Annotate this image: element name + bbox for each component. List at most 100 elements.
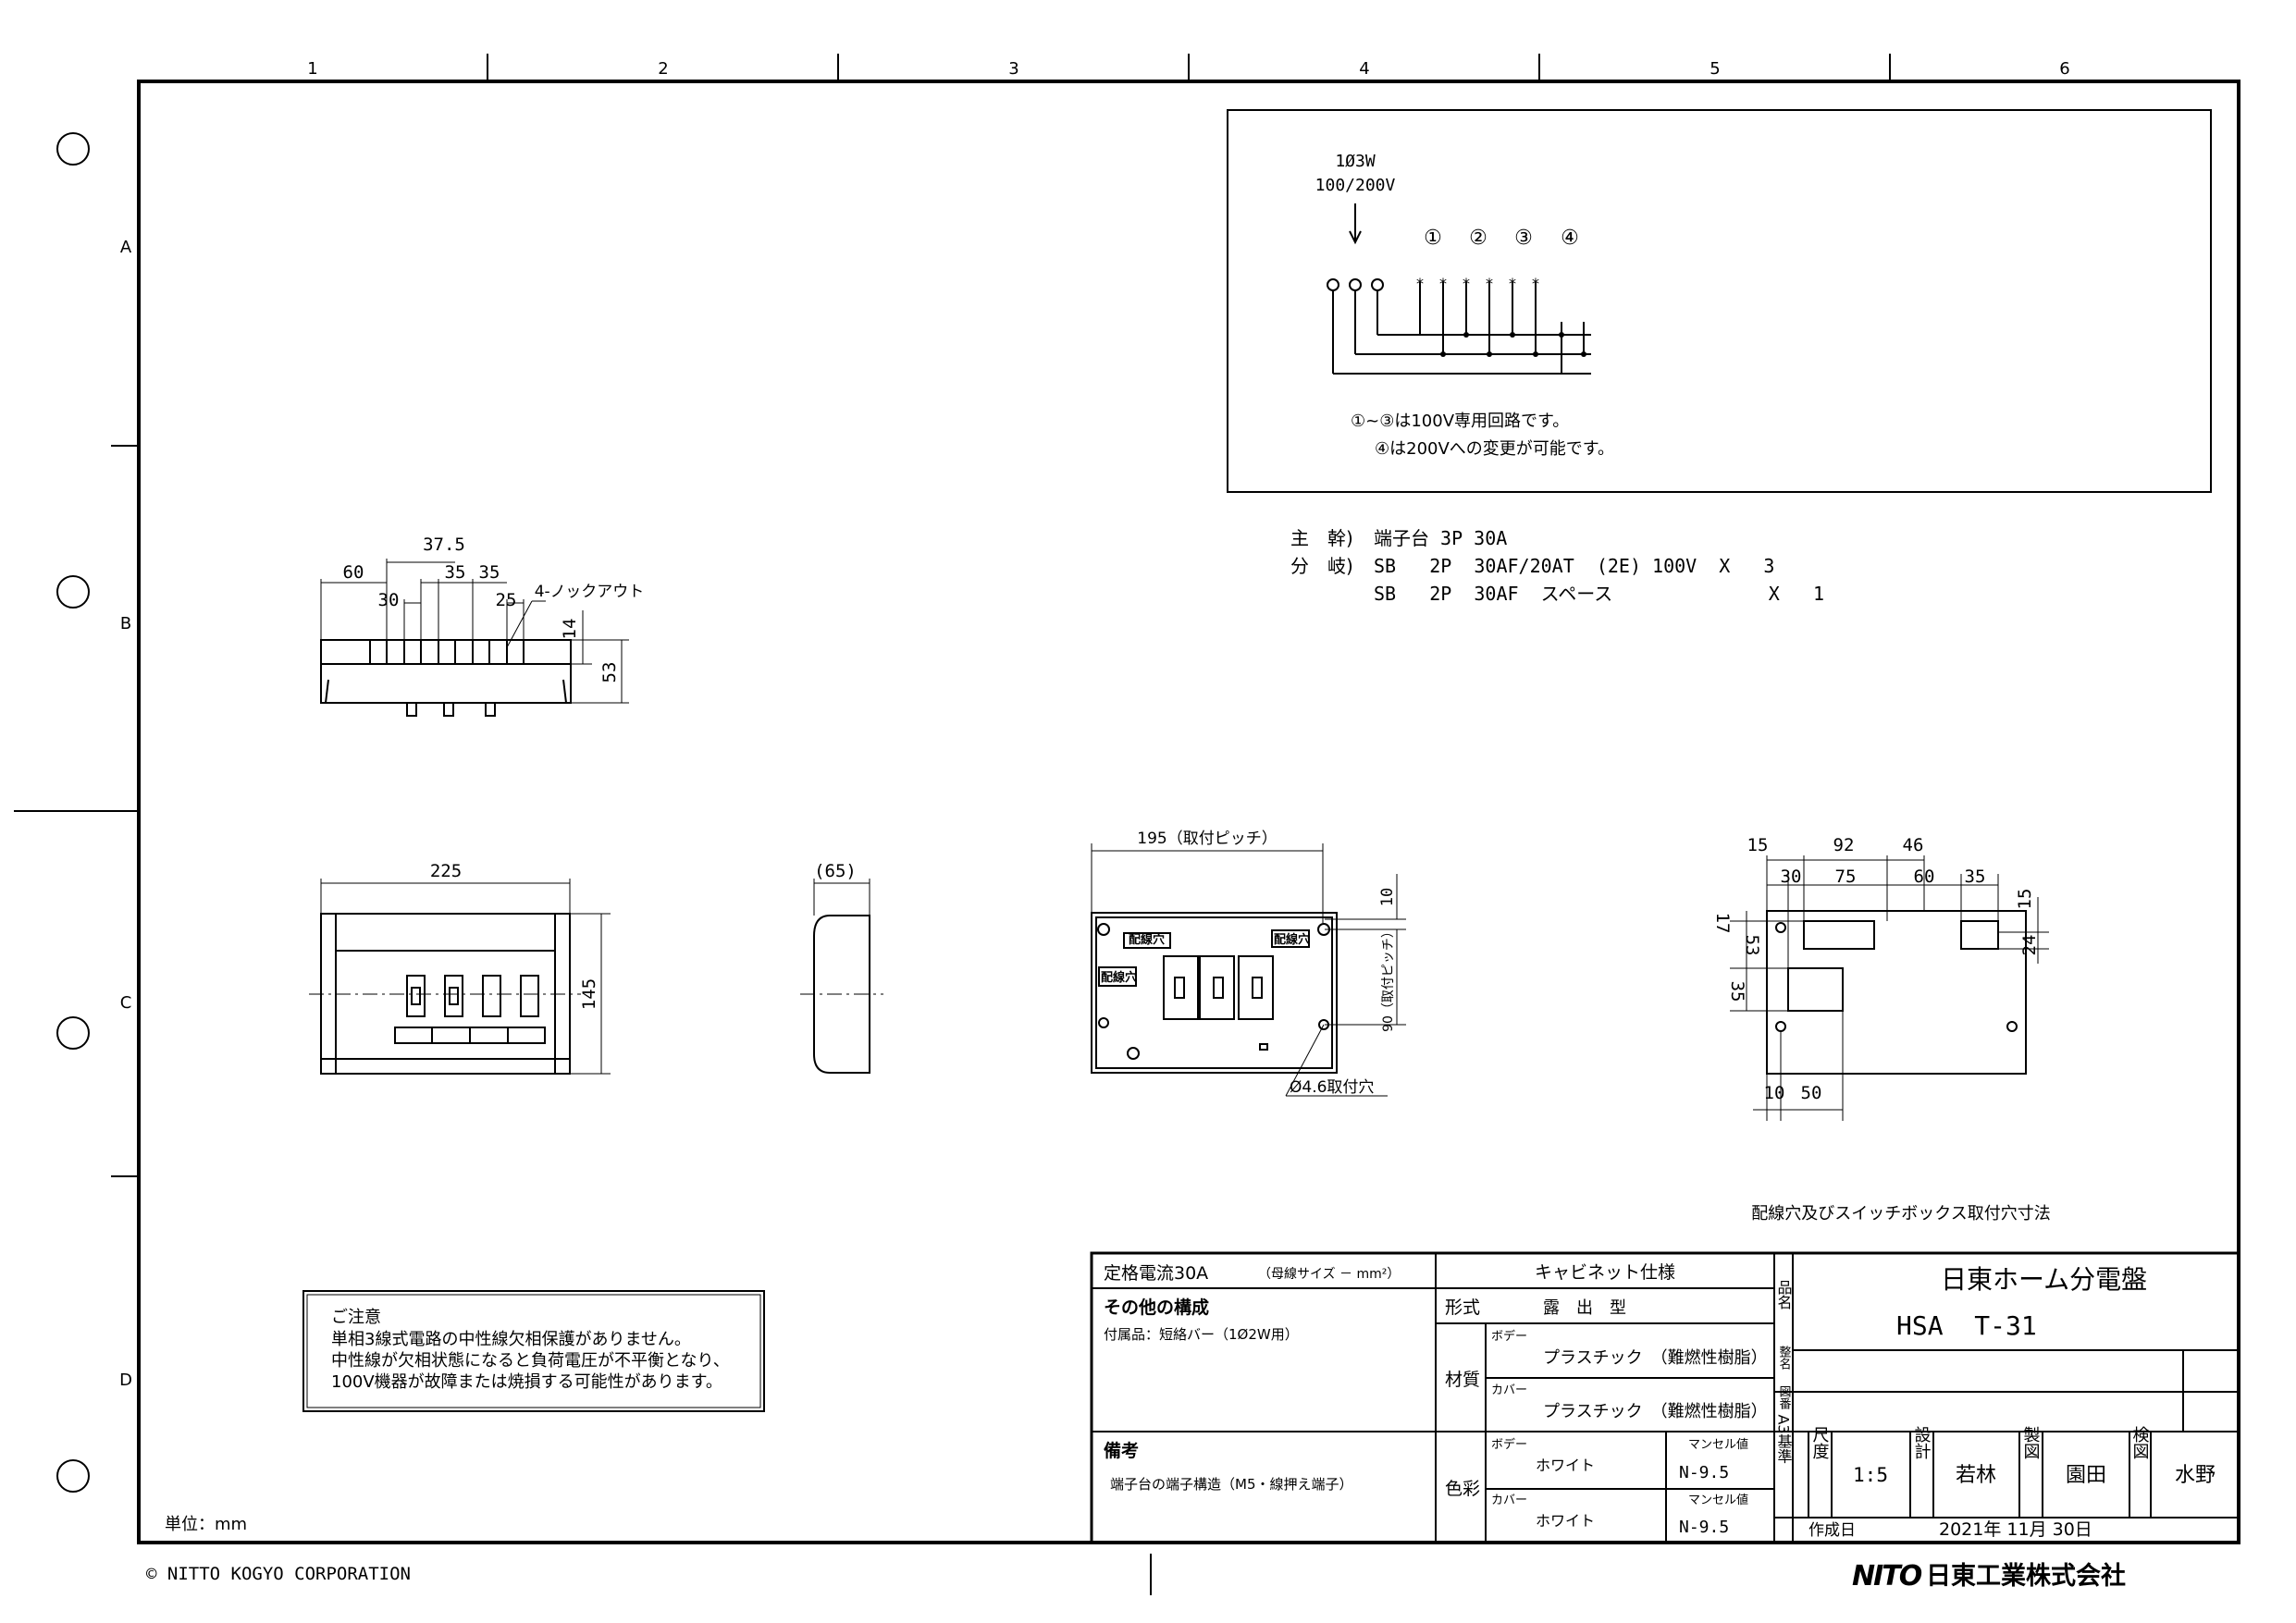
rear-view-caption: 配線穴及びスイッチボックス取付穴寸法 [1751, 1204, 2050, 1223]
dim-label: 37.5 [423, 535, 465, 555]
scale-label: 尺度 [1810, 1426, 1830, 1459]
rear-view [1730, 855, 2049, 1121]
cover-label: カバー [1491, 1494, 1527, 1507]
dim-label: 53 [1742, 935, 1762, 956]
copyright: © NITTO KOGYO CORPORATION [146, 1564, 411, 1584]
dim-label: 60 [1914, 867, 1935, 887]
other-config-label: その他の構成 [1104, 1297, 1209, 1318]
binder-hole [56, 575, 90, 609]
dim-label: 75 [1835, 867, 1857, 887]
title-block-text: 定格電流30A （母線サイズ － mm²） キャビネット仕様 その他の構成 付属… [1104, 1262, 2216, 1540]
col-label: 1 [307, 59, 317, 79]
spec-main-label: 主 幹) [1290, 527, 1353, 549]
caution-line: 100V機器が故障または焼損する可能性があります。 [331, 1372, 722, 1392]
breaker-spec: 主 幹) 端子台 3P 30A 分 岐) SB 2P 30AF/20AT (2E… [1290, 527, 1824, 605]
remarks-label: 備考 [1104, 1440, 1139, 1461]
col-label: 5 [1710, 59, 1720, 79]
dim-label: 53 [599, 662, 620, 683]
cover-color: ホワイト [1536, 1512, 1595, 1530]
munsell-label: マンセル値 [1688, 1437, 1748, 1452]
created-label: 作成日 [1808, 1521, 1856, 1540]
accessory-text: 付属品：短絡バー（1Ø2W用） [1104, 1326, 1299, 1343]
dim-label: 24 [2019, 935, 2040, 956]
drawing-name-label: 整名 [1777, 1346, 1792, 1370]
munsell-cover: N-9.5 [1679, 1518, 1729, 1537]
design-label: 設計 [1912, 1426, 1932, 1459]
inner-view-dims: 195（取付ピッチ） 10 90（取付ピッチ） Ø4.6取付穴 [1137, 830, 1397, 1097]
supply-spec: 1Ø3W [1335, 152, 1376, 171]
svg-text:*: * [1416, 275, 1424, 292]
dim-label: 14 [560, 619, 580, 640]
munsell-body: N-9.5 [1679, 1463, 1729, 1482]
supply-voltage: 100/200V [1315, 176, 1396, 195]
a3-label: A3基準 [1775, 1414, 1793, 1463]
spec-branch-row: SB 2P 30AF スペース X 1 [1374, 583, 1824, 605]
created-date: 2021年 11月 30日 [1939, 1519, 2092, 1540]
form-label: 形式 [1445, 1297, 1480, 1318]
spec-branch-row: SB 2P 30AF/20AT (2E) 100V X 3 [1374, 555, 1774, 577]
wire-hole-label: 配線穴 [1101, 970, 1137, 985]
dim-label: 90（取付ピッチ） [1381, 925, 1396, 1032]
front-view [309, 879, 611, 1075]
form-value: 露 出 型 [1543, 1298, 1626, 1318]
cabinet-spec-header: キャビネット仕様 [1535, 1262, 1675, 1283]
dim-label: 92 [1833, 835, 1855, 855]
dim-label: 35 [1965, 867, 1986, 887]
product-name: 日東ホーム分電盤 [1941, 1264, 2147, 1295]
body-label: ボデー [1491, 1329, 1527, 1344]
row-label: A [120, 238, 132, 257]
wire-hole-label: 配線穴 [1274, 932, 1310, 947]
hole-label: Ø4.6取付穴 [1290, 1078, 1374, 1097]
company-name: 日東工業株式会社 [1926, 1561, 2126, 1591]
binder-holes [56, 132, 90, 1493]
check-label: 検図 [2130, 1426, 2150, 1459]
col-label: 2 [658, 59, 668, 79]
dim-label: 15 [1747, 835, 1769, 855]
dim-label: 35 [445, 562, 466, 583]
dim-label: 17 [1712, 913, 1733, 934]
top-view [320, 559, 629, 717]
row-label: C [120, 993, 132, 1013]
dim-label: 50 [1801, 1083, 1822, 1103]
binder-hole [56, 1016, 90, 1050]
remarks-text: 端子台の端子構造（M5・線押え端子） [1110, 1476, 1353, 1493]
dim-label: 25 [496, 590, 517, 610]
spec-main-value: 端子台 3P 30A [1374, 527, 1507, 549]
knockout-label: 4-ノックアウト [535, 583, 645, 601]
unit-label: 単位：mm [165, 1515, 247, 1534]
dim-label: 30 [1781, 867, 1802, 887]
inner-view [1091, 843, 1406, 1097]
title-block [1090, 1251, 2240, 1544]
company-logo: NITO 日東工業株式会社 [1852, 1560, 2126, 1592]
col-label: 6 [2059, 59, 2069, 79]
material-label: 材質 [1445, 1370, 1480, 1390]
body-material: プラスチック （難燃性樹脂） [1543, 1348, 1768, 1368]
caution-line: 単相3線式電路の中性線欠相保護がありません。 [331, 1330, 691, 1349]
body-label: ボデー [1491, 1437, 1527, 1452]
caution-title: ご注意 [331, 1308, 381, 1327]
row-label: D [119, 1371, 132, 1390]
row-label: B [120, 614, 131, 633]
product-name-label: 品名 [1775, 1280, 1793, 1309]
dim-label: 15 [2015, 889, 2035, 910]
inner-view-labels: 配線穴 配線穴 配線穴 [1101, 932, 1310, 985]
dim-label: 10 [1764, 1083, 1785, 1103]
dim-label: 60 [343, 562, 364, 583]
binder-hole [56, 1459, 90, 1493]
logo-mark: NITO [1852, 1560, 1922, 1592]
grid-labels: 1 2 3 4 5 6 A B C D [119, 59, 2070, 1390]
spec-branch-label: 分 岐) [1290, 555, 1353, 577]
drafting-label: 製図 [2021, 1426, 2041, 1459]
svg-text:*: * [1463, 275, 1470, 292]
caution-line: 中性線が欠相状態になると負荷電圧が不平衡となり、 [331, 1351, 730, 1371]
branch-number: ② [1469, 227, 1487, 250]
dim-label: 225 [430, 861, 462, 881]
svg-text:*: * [1486, 275, 1493, 292]
dim-label: 195（取付ピッチ） [1137, 830, 1277, 848]
col-label: 3 [1008, 59, 1018, 79]
bus-size: （母線サイズ － mm²） [1258, 1267, 1400, 1282]
designer-name: 若林 [1956, 1464, 1996, 1487]
binder-hole [56, 132, 90, 166]
body-color: ホワイト [1536, 1457, 1595, 1474]
circuit-note-1: ①~③は100V専用回路です。 [1351, 412, 1569, 431]
